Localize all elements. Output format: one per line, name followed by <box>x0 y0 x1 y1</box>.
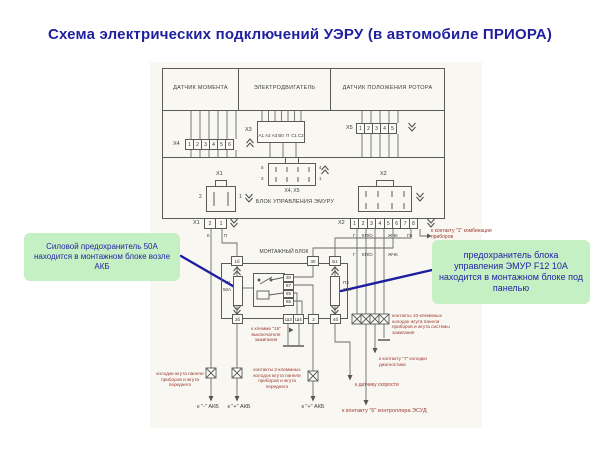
ecu-connector-x1-label: Х1 <box>216 171 223 177</box>
pin-label: С1 <box>291 133 298 138</box>
header-divider <box>330 68 331 110</box>
ecu-connector-x2-label: Х2 <box>380 171 387 177</box>
connector-x3-label: Х3 <box>245 127 252 133</box>
wire-color-label: ЖЧК <box>388 233 398 238</box>
wire-color-label: ГБ <box>407 233 413 238</box>
note-diagnostic: к контакту "7" колодки диагностики <box>379 356 427 367</box>
ext-connector-x2-label: Х2 <box>338 220 345 226</box>
ext-connector-x2: 1 2 3 4 5 6 7 8 <box>350 218 419 229</box>
external-wires <box>210 229 427 400</box>
harness-connector-icons <box>205 313 390 382</box>
fuse-ecu-name: П3 <box>343 280 349 285</box>
ecu-x1-pin-2: 2 <box>199 194 202 200</box>
fuse-50a-name: П1 <box>225 280 231 285</box>
ext-connector-x1-label: Х1 <box>193 220 200 226</box>
mounting-block-label: МОНТАЖНЫЙ БЛОК <box>259 249 309 256</box>
pin-label: А3 <box>271 133 278 138</box>
chevron-icons <box>230 122 435 315</box>
ecu-connector-pins <box>213 167 405 209</box>
ecu-x45-corner: 4 <box>319 165 322 170</box>
ecu-connector-x2 <box>358 186 412 212</box>
relay-pin: 30 <box>283 274 294 282</box>
power-steering-unit-box <box>162 68 445 219</box>
note-speed-sensor: к датчику скорости <box>355 382 399 388</box>
pin: 6 <box>225 139 234 150</box>
note-esud-controller: к контакту "6" контроллера ЭСУД <box>342 408 427 414</box>
battery-plus-label: к "+" АКБ <box>301 403 325 410</box>
ecu-x45-corner: 3 <box>261 176 264 181</box>
pin-label: А1 <box>258 133 265 138</box>
callout-ecu-fuse: предохранитель блока управления ЭМУР F12… <box>432 240 590 304</box>
relay-pin: 87 <box>283 282 294 290</box>
note-combo-cluster: к контакту "1" комбинации приборов <box>431 228 492 240</box>
pin-label: С2 <box>297 133 304 138</box>
rotor-sensor-label: ДАТЧИК ПОЛОЖЕНИЯ РОТОРА <box>342 84 433 91</box>
connector-x4: 1 2 3 4 5 6 <box>185 139 234 150</box>
note-harness-front: колодки жгута панели приборов и жгута пе… <box>156 371 204 388</box>
mb-top-pin: 1б <box>231 256 243 266</box>
mb-bottom-pin: 4б <box>330 314 341 324</box>
wire-arrowheads <box>208 233 432 406</box>
battery-minus-label: к "-" АКБ <box>197 403 219 410</box>
wire-color-label: ЖЧК <box>388 252 398 257</box>
connector-x3-pin-labels: А1 А2 А3 В0 П С1 С2 <box>258 133 304 138</box>
scanned-diagram-background <box>150 62 482 428</box>
mb-bottom-pin: Ш4 <box>293 314 304 324</box>
fuse-50a <box>233 276 243 306</box>
pin-label: А2 <box>265 133 271 138</box>
motor-label: ЭЛЕКТРОДВИГАТЕЛЬ <box>253 84 316 91</box>
mb-bottom-pin: 2 <box>308 314 319 324</box>
ground-bar-icons <box>283 339 390 347</box>
connector-x5: 1 2 3 4 5 <box>356 123 397 134</box>
mb-top-pin: 30 <box>307 256 319 266</box>
relay-icon <box>256 276 284 300</box>
horizontal-divider <box>162 157 445 158</box>
wire-color-label: КП/О <box>362 252 373 257</box>
torque-sensor-label: ДАТЧИК МОМЕНТА <box>173 84 228 91</box>
fuse-ecu <box>330 276 340 306</box>
wire-color-label: Г <box>353 233 356 238</box>
ecu-connector-x45-label: Х4, Х5 <box>284 187 300 194</box>
note-harness-10pin: контакты 10-клеммных колодок жгута панел… <box>392 313 450 335</box>
battery-plus-label: к "+" АКБ <box>227 403 251 410</box>
mb-top-pin: Б1 <box>329 256 341 266</box>
pin-label: В0 <box>278 133 284 138</box>
ecu-x45-corner: 5 <box>261 165 264 170</box>
wire-color-label: Г <box>353 252 356 257</box>
connector-x4-label: Х4 <box>173 141 180 147</box>
ecu-x1-pin-1: 1 <box>239 194 242 200</box>
wire-color-label: К <box>207 233 210 238</box>
connector-x3 <box>257 121 305 143</box>
ecu-label: БЛОК УПРАВЛЕНИЯ ЭМУРУ <box>255 199 335 206</box>
header-divider <box>238 68 239 110</box>
relay-pin: 85 <box>283 290 294 298</box>
ecu-x45-corner: 1 <box>319 176 322 181</box>
fuse-50a-rating: 50А <box>222 287 231 292</box>
ecu-connector-x45 <box>268 163 316 186</box>
note-harness-2pin: контакты 2-клеммных колодок жгута панели… <box>253 367 301 389</box>
fuse-ecu-rating: 25А <box>343 287 352 292</box>
horizontal-divider <box>162 110 445 111</box>
mb-bottom-pin: 3б <box>232 314 243 324</box>
callout-pointer-lines <box>179 254 434 293</box>
ecu-connector-x1 <box>206 186 236 212</box>
ext-connector-x1: 2 1 <box>204 218 227 229</box>
pin: 5 <box>388 123 397 134</box>
callout-power-fuse: Силовой предохранитель 50А находится в м… <box>24 233 180 281</box>
wire-color-label: КП/О <box>362 233 373 238</box>
sensor-wires <box>190 111 399 157</box>
wire-color-label: П <box>224 233 228 238</box>
relay-pin: 86 <box>283 298 294 306</box>
pin-label: П <box>285 133 290 138</box>
pin: 1 <box>215 218 227 229</box>
relay-box <box>253 273 285 307</box>
note-ignition: к клемме "15" выключателя зажигания <box>251 326 281 343</box>
pin: 8 <box>408 218 419 229</box>
slide-title: Схема электрических подключений УЭРУ (в … <box>47 26 553 43</box>
connector-x5-label: Х5 <box>346 125 353 131</box>
